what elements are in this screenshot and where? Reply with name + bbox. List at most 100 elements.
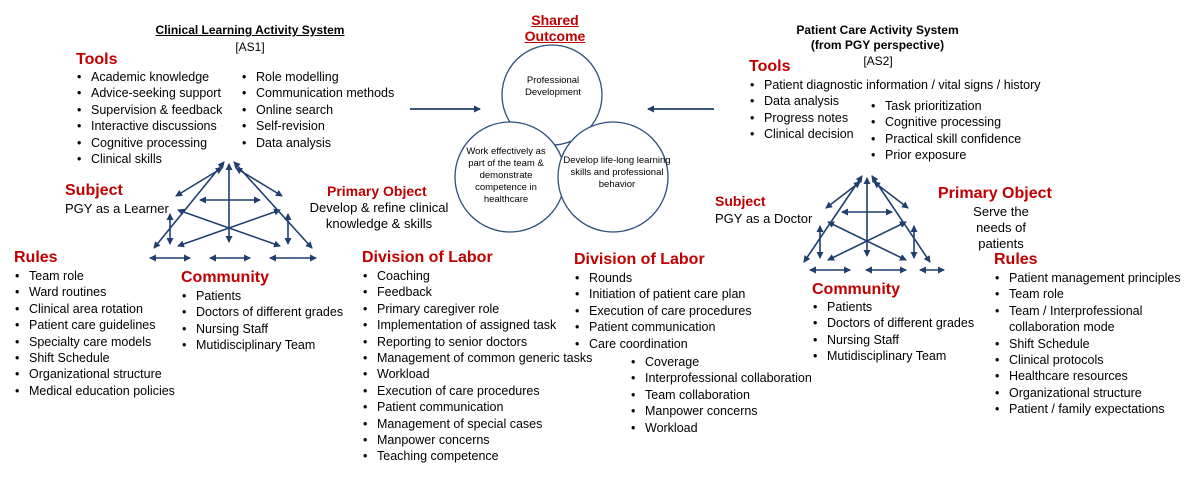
- as1-dol-item: Reporting to senior doctors: [362, 334, 592, 351]
- as1-tool-item: Data analysis: [241, 135, 394, 152]
- as2-community-item: Mutidisciplinary Team: [812, 348, 974, 365]
- as1-tools-col2: Role modelling Communication methods Onl…: [241, 69, 394, 151]
- as1-title: Clinical Learning Activity System: [155, 23, 345, 37]
- as1-dol-item: Workload: [362, 366, 592, 383]
- as1-community-item: Patients: [181, 288, 343, 305]
- as1-community-item: Mutidisciplinary Team: [181, 337, 343, 354]
- as2-dol-subitem: Team collaboration: [630, 387, 812, 404]
- as1-tool-item: Clinical skills: [76, 151, 222, 168]
- as1-dol-item: Execution of care procedures: [362, 383, 592, 400]
- as2-tool-item: Task prioritization: [870, 98, 1021, 115]
- as1-community-heading: Community: [181, 269, 269, 286]
- as2-community-item: Nursing Staff: [812, 332, 974, 349]
- as1-tool-item: Advice-seeking support: [76, 85, 222, 102]
- as1-dol-item: Patient communication: [362, 399, 592, 416]
- as2-tool-item: Clinical decision: [749, 126, 1041, 143]
- as2-title-block: Patient Care Activity System (from PGY p…: [770, 23, 985, 53]
- as2-tool-item: Progress notes: [749, 110, 1041, 127]
- as1-dol-item: Management of special cases: [362, 416, 592, 433]
- as1-rules-list: Team role Ward routines Clinical area ro…: [14, 268, 175, 400]
- as1-rule-item: Ward routines: [14, 284, 175, 301]
- as2-tool-item: Practical skill confidence: [870, 131, 1021, 148]
- as2-code: [AS2]: [863, 54, 893, 68]
- as1-rule-item: Specialty care models: [14, 334, 175, 351]
- as1-rule-item: Organizational structure: [14, 366, 175, 383]
- as2-dol-item: Execution of care procedures: [574, 303, 752, 320]
- as1-tool-item: Role modelling: [241, 69, 394, 86]
- as1-dol-item: Management of common generic tasks: [362, 350, 592, 367]
- circle-right-label: Develop life-long learning skills and pr…: [563, 155, 671, 190]
- as2-community-item: Patients: [812, 299, 974, 316]
- as2-tool-item: Cognitive processing: [870, 114, 1021, 131]
- as2-rules-heading: Rules: [994, 251, 1038, 268]
- as2-subject-text: PGY as a Doctor: [715, 211, 813, 226]
- as2-rule-item: Healthcare resources: [994, 368, 1187, 385]
- as2-community-item: Doctors of different grades: [812, 315, 974, 332]
- as2-rule-item: Organizational structure: [994, 385, 1187, 402]
- as1-code: [AS1]: [235, 40, 265, 54]
- circle-left-label: Work effectively as part of the team & d…: [466, 146, 546, 205]
- as2-rule-item-text: Team / Interprofessional collaboration m…: [1009, 303, 1143, 335]
- as1-tool-item: Self-revision: [241, 118, 394, 135]
- as2-dol-item: Initiation of patient care plan: [574, 286, 752, 303]
- as1-tool-item: Cognitive processing: [76, 135, 222, 152]
- as2-dol-subitem: Manpower concerns: [630, 403, 812, 420]
- as1-tools-heading: Tools: [76, 51, 118, 68]
- as2-dol-item: Patient communication: [574, 319, 752, 336]
- as2-triangle-arrows: [803, 175, 945, 274]
- as2-community-heading: Community: [812, 281, 900, 298]
- as2-subtitle: (from PGY perspective): [810, 38, 945, 52]
- as1-object-text: Develop & refine clinical knowledge & sk…: [309, 200, 449, 231]
- as1-tools-col1: Academic knowledge Advice-seeking suppor…: [76, 69, 222, 168]
- as1-dol-item: Primary caregiver role: [362, 301, 592, 318]
- as2-object-heading: Primary Object: [938, 185, 1052, 202]
- as1-community-item: Doctors of different grades: [181, 304, 343, 321]
- as2-tool-item: Prior exposure: [870, 147, 1021, 164]
- as2-dol-subitem: Coverage: [630, 354, 812, 371]
- as1-dol-heading: Division of Labor: [362, 249, 493, 266]
- as2-tools-col1: Patient diagnostic information / vital s…: [749, 77, 1041, 143]
- as1-rule-item: Clinical area rotation: [14, 301, 175, 318]
- as2-rule-item: Team role: [994, 286, 1187, 303]
- as2-subject-heading: Subject: [715, 193, 766, 209]
- as1-dol-list: Coaching Feedback Primary caregiver role…: [362, 268, 592, 465]
- as2-title: Patient Care Activity System: [796, 23, 959, 37]
- as1-tool-item: Academic knowledge: [76, 69, 222, 86]
- as1-dol-item: Manpower concerns: [362, 432, 592, 449]
- as1-rule-item: Patient care guidelines: [14, 317, 175, 334]
- as2-tool-item: Data analysis: [749, 93, 1041, 110]
- as1-community-item: Nursing Staff: [181, 321, 343, 338]
- as2-rule-item: Team / Interprofessional collaboration m…: [994, 303, 1187, 336]
- as1-tool-item: Interactive discussions: [76, 118, 222, 135]
- as2-rule-item: Shift Schedule: [994, 336, 1187, 353]
- as1-tool-item: Communication methods: [241, 85, 394, 102]
- as1-dol-item: Coaching: [362, 268, 592, 285]
- as2-dol-item: Rounds: [574, 270, 752, 287]
- as2-community-list: Patients Doctors of different grades Nur…: [812, 299, 974, 365]
- as1-subject-heading: Subject: [65, 182, 123, 199]
- as1-tool-item: Supervision & feedback: [76, 102, 222, 119]
- as1-rule-item: Shift Schedule: [14, 350, 175, 367]
- as1-dol-item: Implementation of assigned task: [362, 317, 592, 334]
- as1-subject-text: PGY as a Learner: [65, 201, 169, 216]
- as2-dol-item: Care coordination: [574, 336, 752, 353]
- circle-top-label: Professional Development: [525, 75, 581, 98]
- as1-dol-item: Feedback: [362, 284, 592, 301]
- as2-tools-col2: Task prioritization Cognitive processing…: [870, 98, 1021, 164]
- as1-rule-item: Medical education policies: [14, 383, 175, 400]
- as1-community-list: Patients Doctors of different grades Nur…: [181, 288, 343, 354]
- as2-tool-item: Patient diagnostic information / vital s…: [749, 77, 1041, 94]
- as2-tools-heading: Tools: [749, 58, 791, 75]
- as2-rule-item: Patient management principles: [994, 270, 1187, 287]
- as1-tool-item: Online search: [241, 102, 394, 119]
- shared-outcome-heading: Shared Outcome: [524, 12, 586, 44]
- as2-dol-sublist: Coverage Interprofessional collaboration…: [630, 354, 812, 436]
- as1-rule-item: Team role: [14, 268, 175, 285]
- as2-dol-subitem: Workload: [630, 420, 812, 437]
- as2-object-text: Serve the needs of patients: [973, 204, 1029, 251]
- as1-title-block: Clinical Learning Activity System: [140, 23, 360, 38]
- as2-rules-list: Patient management principles Team role …: [994, 270, 1187, 418]
- as1-object-heading: Primary Object: [327, 183, 427, 199]
- as1-dol-item: Teaching competence: [362, 448, 592, 465]
- as2-dol-subitem: Interprofessional collaboration: [630, 370, 812, 387]
